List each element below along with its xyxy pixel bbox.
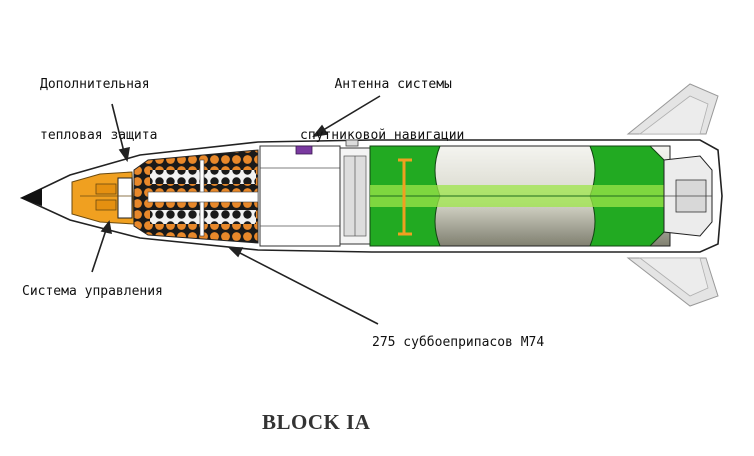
thermal-protection-label: Дополнительная тепловая защита bbox=[40, 42, 157, 161]
gps-antenna-label: Антенна системы спутниковой навигации bbox=[300, 42, 464, 161]
electronics-bay bbox=[259, 145, 371, 247]
thermal-label-line-1: Дополнительная bbox=[40, 77, 150, 92]
submunition-payload bbox=[133, 149, 259, 244]
nose-tip bbox=[20, 188, 42, 206]
antenna-label-line-1: Антенна системы bbox=[334, 77, 452, 92]
tail-fin-top bbox=[626, 83, 719, 135]
antenna-label-line-2: спутниковой навигации bbox=[300, 128, 465, 143]
guidance-system-label: Система управления bbox=[22, 284, 163, 299]
gps-antenna bbox=[295, 145, 313, 155]
diagram-title: BLOCK IA bbox=[262, 410, 371, 434]
guidance-section bbox=[71, 171, 135, 225]
rocket-motor bbox=[369, 145, 713, 247]
submunitions-label: 275 суббоеприпасов М74 bbox=[372, 335, 545, 350]
thermal-label-line-2: тепловая защита bbox=[40, 128, 158, 143]
callout-arrows bbox=[91, 95, 381, 325]
tail-fin-bottom bbox=[626, 257, 719, 307]
